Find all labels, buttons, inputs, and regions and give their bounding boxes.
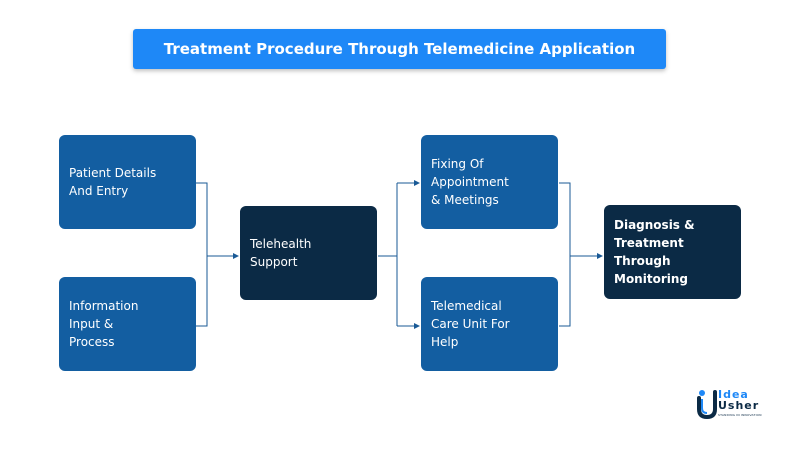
node-patient-details: Patient Details And Entry <box>59 135 196 229</box>
node-label: Telehealth Support <box>250 237 312 269</box>
node-information-input: Information Input & Process <box>59 277 196 371</box>
connector-info-to-telehealth <box>196 256 208 327</box>
node-diagnosis-treatment: Diagnosis & Treatment Through Monitoring <box>604 205 741 299</box>
diagram-title: Treatment Procedure Through Telemedicine… <box>163 40 636 58</box>
idea-usher-logo: Idea Usher STANDING IN INNOVATION <box>697 389 772 421</box>
logo-text-idea: Idea <box>718 388 749 401</box>
node-label: Patient Details And Entry <box>69 166 157 198</box>
connector-unit-to-diagnosis <box>559 256 571 327</box>
node-label: Information Input & Process <box>69 299 139 349</box>
title-banner: Treatment Procedure Through Telemedicine… <box>133 29 666 69</box>
node-label: Fixing Of Appointment & Meetings <box>431 157 509 207</box>
node-fixing-appointment: Fixing Of Appointment & Meetings <box>421 135 558 229</box>
logo-tagline: STANDING IN INNOVATION <box>718 413 762 417</box>
node-telehealth-support: Telehealth Support <box>240 206 377 300</box>
node-telemedical-care: Telemedical Care Unit For Help <box>421 277 558 371</box>
connector-patient-to-telehealth <box>196 182 208 256</box>
node-label: Diagnosis & Treatment Through Monitoring <box>614 218 695 286</box>
node-label: Telemedical Care Unit For Help <box>431 299 510 349</box>
idea-usher-logo-icon <box>697 390 717 419</box>
connector-fixing-to-diagnosis <box>559 182 571 256</box>
logo-text-usher: Usher <box>718 399 760 412</box>
